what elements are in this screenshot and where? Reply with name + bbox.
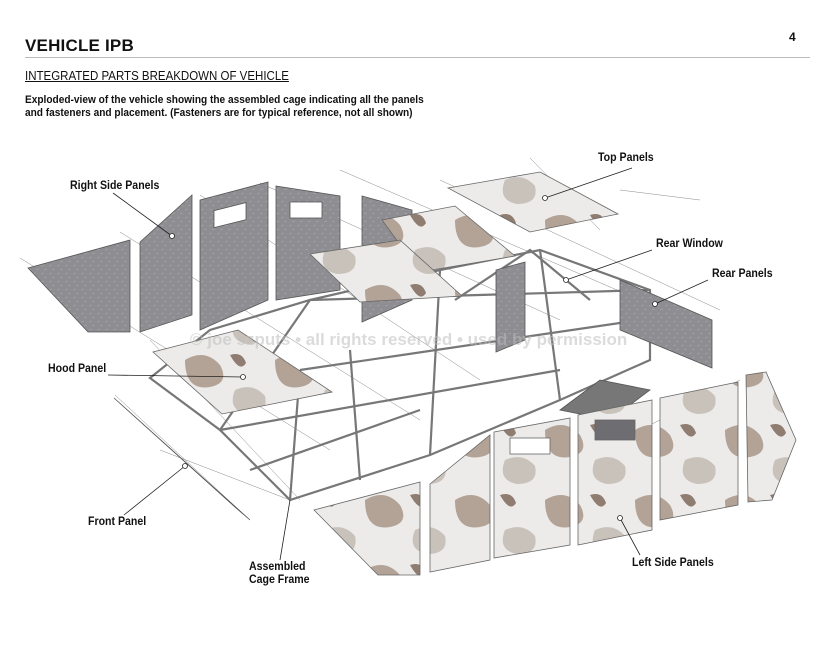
label-front-panel: Front Panel — [88, 516, 147, 528]
label-hood-panel: Hood Panel — [48, 363, 107, 375]
exploded-view-diagram — [19, 157, 797, 576]
page-title: VEHICLE IPB — [25, 36, 134, 55]
label-rear-window: Rear Window — [656, 238, 723, 250]
watermark: © joe szputs • all rights reserved • use… — [190, 330, 628, 349]
rear-window-panel — [495, 261, 526, 353]
section-heading: INTEGRATED PARTS BREAKDOWN OF VEHICLE — [25, 69, 289, 83]
label-left-side-panels: Left Side Panels — [632, 557, 714, 569]
title-divider — [25, 57, 810, 58]
leader-lines — [107, 167, 709, 561]
label-rear-panels: Rear Panels — [712, 268, 773, 280]
section-description: Exploded-view of the vehicle showing the… — [25, 94, 424, 120]
front-panel — [113, 397, 251, 521]
left-side-panels — [313, 371, 797, 576]
hood-panel — [152, 329, 334, 415]
label-cage-frame: Assembled Cage Frame — [249, 561, 310, 587]
page-number: 4 — [789, 30, 796, 44]
label-cage-frame-line1: Assembled — [249, 561, 306, 573]
description-line-2: and fasteners and placement. (Fasteners … — [25, 107, 413, 119]
label-right-side-panels: Right Side Panels — [70, 180, 160, 192]
label-top-panels: Top Panels — [598, 152, 654, 164]
rear-panel — [619, 279, 713, 369]
description-line-1: Exploded-view of the vehicle showing the… — [25, 94, 424, 106]
label-cage-frame-line2: Cage Frame — [249, 574, 310, 586]
top-panels — [309, 171, 620, 303]
